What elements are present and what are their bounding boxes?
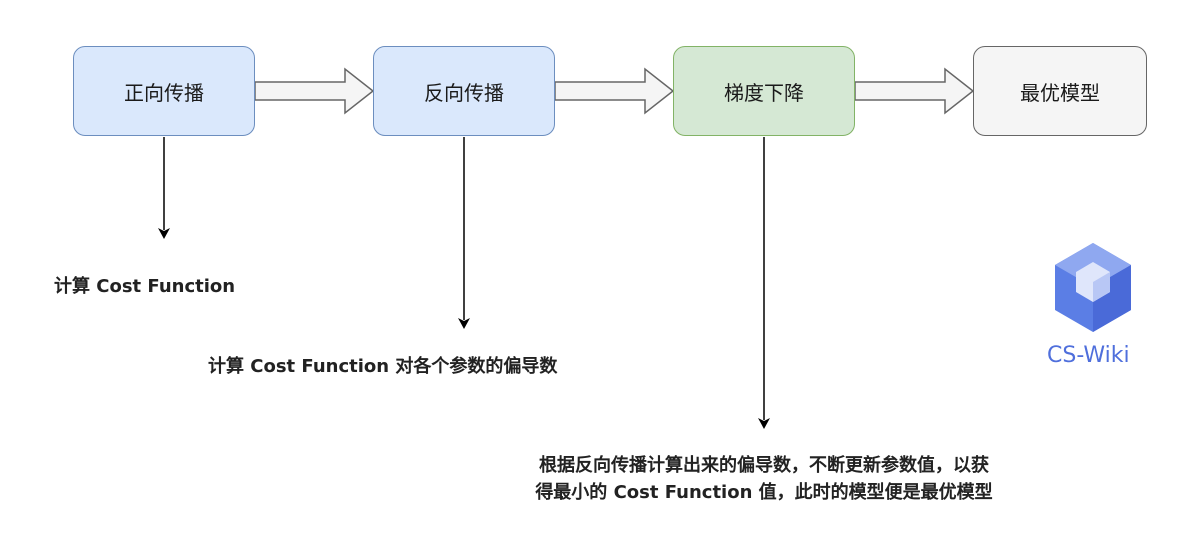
note-forward: 计算 Cost Function xyxy=(54,276,236,297)
node-forward-label: 正向传播 xyxy=(124,80,204,105)
node-optimal-model[interactable]: 最优模型 xyxy=(973,46,1147,136)
note-descent-line-2: 得最小的 Cost Function 值，此时的模型便是最优模型 xyxy=(535,482,993,503)
node-descent-label: 梯度下降 xyxy=(724,80,804,105)
node-gradient-descent[interactable]: 梯度下降 xyxy=(673,46,855,136)
flow-arrow-1 xyxy=(254,67,375,115)
cube-logo-icon xyxy=(1055,243,1131,332)
node-optimal-label: 最优模型 xyxy=(1020,80,1100,105)
note-descent: 根据反向传播计算出来的偏导数，不断更新参数值，以获 得最小的 Cost Func… xyxy=(440,452,1088,506)
node-back-propagation[interactable]: 反向传播 xyxy=(373,46,555,136)
note-backward: 计算 Cost Function 对各个参数的偏导数 xyxy=(208,356,558,377)
flow-arrow-3 xyxy=(854,67,975,115)
node-backward-label: 反向传播 xyxy=(424,80,504,105)
note-descent-line-1: 根据反向传播计算出来的偏导数，不断更新参数值，以获 xyxy=(539,455,989,476)
node-forward-propagation[interactable]: 正向传播 xyxy=(73,46,255,136)
flow-arrow-2 xyxy=(554,67,675,115)
logo-text: CS-Wiki xyxy=(1047,343,1130,368)
